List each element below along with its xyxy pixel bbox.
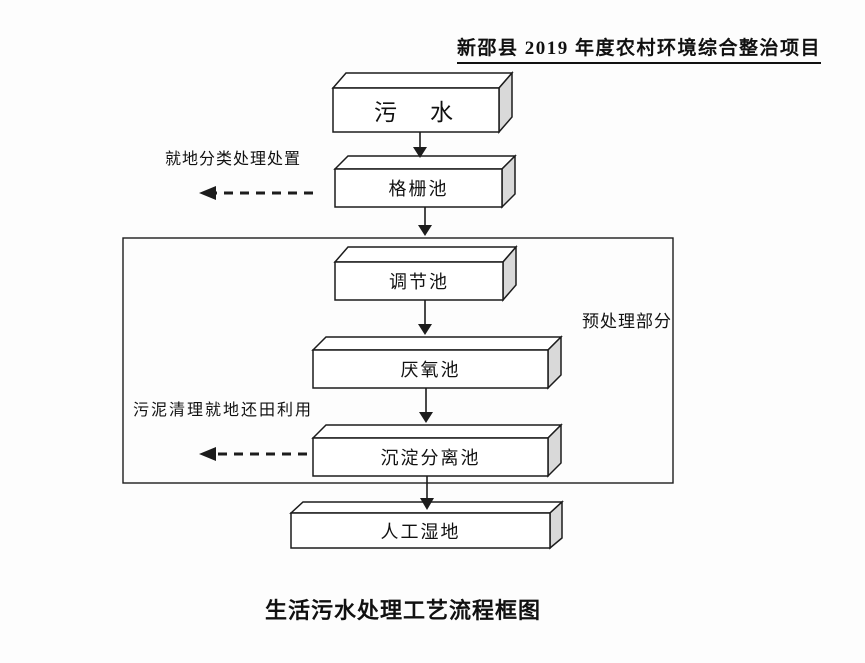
arrow-sedimentation-to-wetland: [420, 476, 434, 510]
project-header-title: 新邵县 2019 年度农村环境综合整治项目: [457, 38, 822, 64]
node-grid-pool-box: [333, 154, 517, 209]
dashed-arrow-onsite-disposal: [199, 186, 313, 200]
arrow-head-icon: [199, 186, 216, 200]
node-label-anaerobic-pool: 厌氧池: [400, 360, 461, 380]
node-label-regulating-pool: 调节池: [389, 272, 449, 292]
arrow-head-icon: [418, 225, 432, 236]
box-front-face: [312, 349, 549, 389]
node-anaerobic-pool-box: [311, 335, 563, 390]
arrow-anaerobic-to-sedimentation: [419, 388, 433, 423]
box-front-face: [290, 512, 551, 549]
arrow-head-icon: [413, 147, 427, 158]
node-label-sedimentation-pool: 沉淀分离池: [380, 448, 481, 468]
box-top-face: [311, 424, 563, 439]
arrow-head-icon: [420, 498, 434, 510]
annotation-onsite-disposal: 就地分类处理处置: [165, 151, 302, 168]
box-top-face: [333, 246, 518, 263]
arrow-regulating-to-anaerobic: [418, 300, 432, 335]
arrow-head-icon: [199, 447, 216, 461]
pretreatment-group-label: 预处理部分: [582, 312, 672, 331]
dashed-arrow-sludge-reuse: [199, 447, 307, 461]
node-constructed-wetland-box: [289, 500, 564, 550]
box-top-face: [311, 336, 563, 351]
pretreatment-group-box: [122, 237, 674, 484]
box-top-face: [333, 155, 517, 170]
arrow-grid-to-group: [418, 207, 432, 236]
node-regulating-pool-box: [333, 244, 518, 303]
node-sewage-box: [331, 70, 514, 135]
box-front-face: [312, 437, 549, 477]
node-label-grid-pool: 格栅池: [388, 179, 449, 199]
arrow-head-icon: [419, 412, 433, 423]
arrow-head-icon: [418, 324, 432, 335]
diagram-caption: 生活污水处理工艺流程框图: [265, 598, 542, 623]
annotation-sludge-reuse: 污泥清理就地还田利用: [133, 402, 314, 419]
box-front-face: [334, 261, 504, 301]
box-front-face: [334, 168, 503, 208]
arrow-sewage-to-grid: [413, 132, 427, 158]
box-top-face: [331, 72, 514, 89]
node-sedimentation-pool-box: [311, 423, 563, 478]
node-label-sewage: 污 水: [374, 100, 458, 125]
node-label-constructed-wetland: 人工湿地: [380, 521, 461, 542]
box-front-face: [332, 87, 500, 133]
